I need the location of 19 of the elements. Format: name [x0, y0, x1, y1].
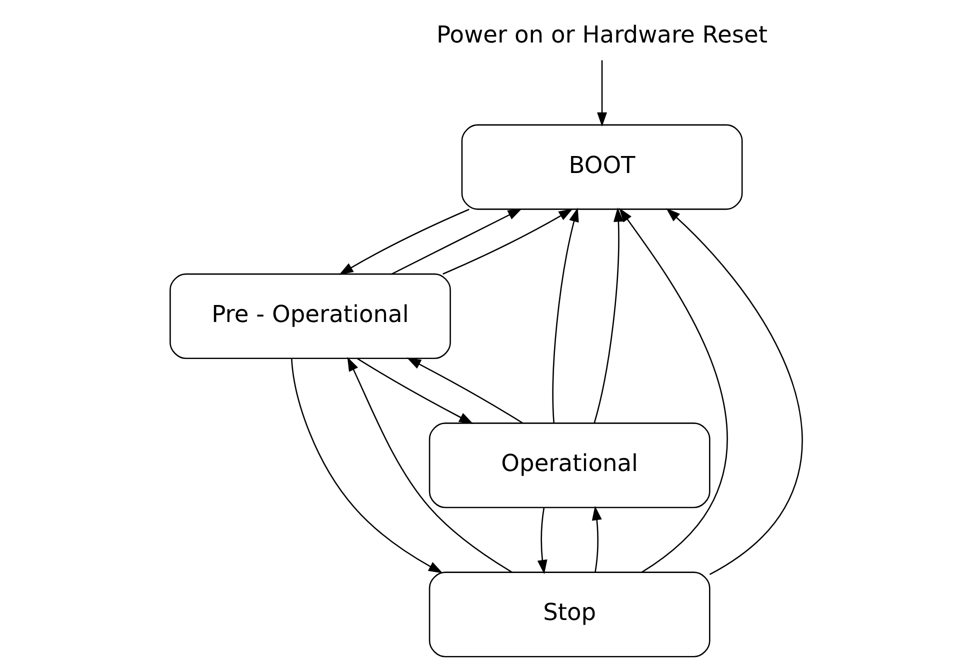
node-box: Stop — [428, 572, 710, 658]
arrow — [347, 356, 512, 573]
arrow — [442, 208, 573, 275]
node-text: Power on or Hardware Reset — [436, 20, 768, 48]
node-box: Operational — [428, 422, 710, 508]
node-box: Pre - Operational — [170, 273, 451, 359]
arrow — [406, 358, 523, 424]
arrow — [392, 208, 522, 274]
arrow — [592, 506, 602, 572]
arrow — [357, 358, 474, 424]
arrow — [597, 60, 608, 127]
arrow — [537, 508, 548, 574]
arrow — [291, 358, 443, 574]
arrow — [552, 208, 579, 423]
arrow — [594, 208, 624, 423]
arrow — [666, 208, 802, 576]
node-box: BOOT — [461, 124, 743, 210]
arrow — [338, 208, 470, 275]
arrow — [619, 208, 728, 573]
